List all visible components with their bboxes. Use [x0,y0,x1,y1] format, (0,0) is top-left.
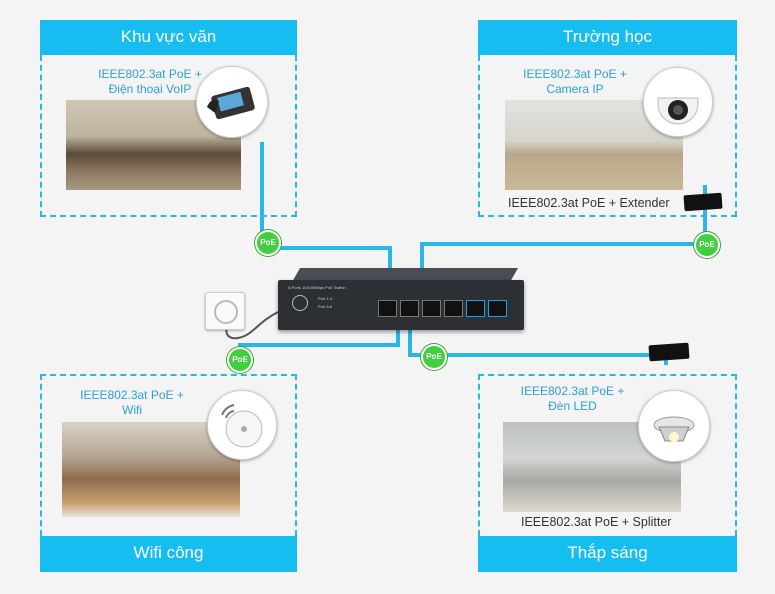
school-zone-panel [478,55,737,217]
wire-wifi [238,330,400,372]
wall-socket-icon [205,292,245,330]
office-zone-caption: IEEE802.3at PoE + Điện thoại VoIP [98,67,202,96]
poe-badge-wifi: PoE [227,347,253,373]
wire-office [260,142,392,268]
wifi-zone-panel [40,374,297,536]
lighting-zone-title: Thắp sáng [478,536,737,572]
switch-ports [378,300,507,317]
switch-port-label-1: Port 1-4 [318,296,333,301]
poe-badge-lighting: PoE [421,344,447,370]
poe-splitter-icon [648,342,690,362]
wire-lighting [408,330,668,365]
lighting-zone-caption: IEEE802.3at PoE + Đèn LED [520,384,625,413]
switch-model-label: 4-Ports 10/100Mbps PoE Switch [288,285,346,290]
school-zone-sub-caption: IEEE802.3at PoE + Extender [508,196,670,210]
wifi-zone-caption: IEEE802.3at PoE + Wifi [80,388,184,417]
school-zone-title: Trường học [478,20,737,55]
poe-badge-office: PoE [255,230,281,256]
switch-port-label-2: Port 5-6 [318,304,333,309]
poe-switch: 4-Ports 10/100Mbps PoE Switch Port 1-4 P… [278,268,524,332]
office-zone-title: Khu vực văn [40,20,297,55]
switch-logo [292,295,308,311]
wire-school [420,185,707,268]
led-light-icon [638,390,710,462]
poe-extender-icon [683,192,723,212]
ip-camera-icon [643,67,713,137]
school-zone-caption: IEEE802.3at PoE + Camera IP [523,67,627,96]
voip-phone-icon [196,66,268,138]
lighting-zone-sub-caption: IEEE802.3at PoE + Splitter [521,515,672,529]
lighting-zone-panel [478,374,737,536]
wifi-access-point-icon [207,390,277,460]
office-zone-panel [40,55,297,217]
wifi-zone-title: Wifi công [40,536,297,572]
poe-badge-school: PoE [694,232,720,258]
